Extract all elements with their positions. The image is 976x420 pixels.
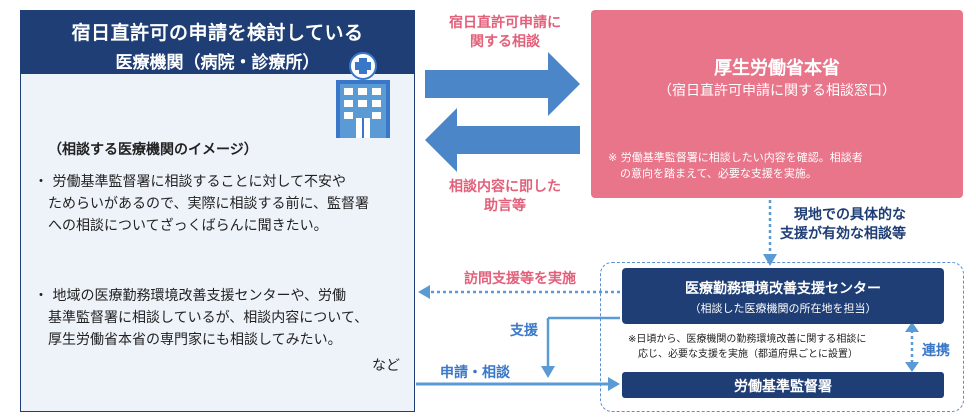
bullet2-line3: 厚生労働省本省の専門家にも相談してみたい。 [48,332,342,348]
header-line2: 医療機関（病院・診療所） [115,53,320,73]
bullet1-line3: への相談についてざっくばらんに聞きたい。 [48,218,328,234]
bullet2-line1: ・ 地域の医療勤務環境改善支援センターや、労働 [34,288,347,304]
support-center-box [622,268,944,324]
apply-consult-label: 申請・相談 [440,365,510,381]
support-arrowhead [541,366,555,378]
support-center-subtitle: （相談した医療機関の所在地を担当） [689,302,877,315]
apply-arrowhead [608,377,620,391]
header-line1: 宿日直許可の申請を検討している [71,22,364,44]
advice-label: 相談内容に即した 助言等 [449,179,561,214]
bullet1-line1: ・ 労働基準監督署に相談することに対して不安や [34,174,347,190]
support-label: 支援 [510,323,538,339]
medical-institution-panel [20,10,415,412]
support-center-title: 医療勤務環境改善支援センター [685,281,881,297]
bullet1-line2: ためらいがあるので、実際に相談する前に、監督署 [48,196,370,212]
hospital-icon [326,52,400,140]
cooperation-arrowhead-down [905,362,919,372]
regional-support-region [600,262,964,412]
labor-office-box [622,372,944,398]
visit-support-label: 訪問支援等を実施 [464,271,576,287]
support-center-note: ※日頃から、医療機関の勤務環境改善に関する相談に 応じ、必要な支援を実施（都道府… [628,334,867,360]
ministry-title: 厚生労働省本省 [714,58,840,79]
ministry-subtitle: （宿日直許可申請に関する相談窓口） [658,83,896,99]
image-heading: （相談する医療機関のイメージ） [48,142,258,158]
bullet2-line2: 基準監督署に相談しているが、相談内容について、 [48,310,369,326]
ministry-box [591,10,963,198]
cooperation-label: 連携 [922,343,950,359]
local-support-label: 現地での具体的な 支援が有効な相談等 [780,207,906,242]
labor-office-title: 労働基準監督署 [734,379,832,395]
medical-institution-header: 宿日直許可の申請を検討している 医療機関（病院・診療所） [20,10,415,74]
ministry-note: ※ 労働基準監督署に相談したい内容を確認。相談者 の意向を踏まえて、必要な支援を… [608,151,863,180]
advice-arrow [425,108,580,172]
local-dotted-arrowhead [763,254,777,266]
consult-arrow [425,52,580,116]
consult-label: 宿日直許可申請に 関する相談 [449,15,561,50]
etc-label: など [372,358,400,374]
cooperation-arrowhead-up [905,322,919,332]
visit-dotted-arrowhead [418,285,430,299]
